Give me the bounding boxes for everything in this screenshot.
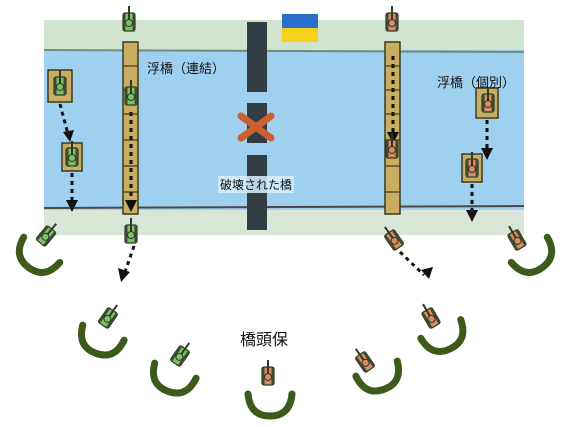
tank-icon (385, 6, 399, 32)
arrow-head-icon (421, 267, 433, 279)
tank-icon (421, 303, 441, 329)
tank-icon (35, 223, 58, 247)
tank-icon (97, 304, 119, 329)
arrow-head-icon (63, 130, 74, 142)
trench-icon (507, 233, 556, 276)
tank-icon (122, 6, 136, 32)
tank-icon (465, 152, 479, 178)
label-pontoon-linked: 浮橋（連結） (147, 62, 226, 77)
tank-icon (354, 348, 376, 373)
trench-group (15, 233, 556, 420)
trench-icon (417, 316, 467, 355)
tank-icon (65, 141, 79, 167)
flag-bottom-stripe (282, 28, 318, 42)
arrow-head-icon (125, 200, 137, 212)
tank-icon (169, 342, 191, 367)
arrow-head-icon (66, 200, 78, 212)
label-bridgehead: 橋頭保 (240, 330, 289, 349)
advance-arrow (123, 245, 136, 273)
arrow-head-icon (481, 148, 493, 160)
tank-group (35, 6, 527, 386)
crossing-arrow (58, 103, 70, 135)
trench-icon (244, 390, 296, 420)
tank-icon (53, 70, 67, 96)
trench-icon (15, 233, 64, 276)
arrow-head-icon (466, 210, 478, 222)
tank-icon (507, 225, 527, 251)
label-destroyed-bridge: 破壊された橋 (218, 176, 295, 193)
trench-icon (149, 359, 200, 397)
arrow-head-icon (118, 268, 130, 282)
tank-icon (261, 360, 275, 386)
destroyed-bridge-segment (247, 22, 267, 92)
label-pontoon-individual: 浮橋（個別） (437, 76, 516, 91)
destroyed-mark-icon (237, 112, 275, 142)
trench-icon (352, 357, 403, 395)
flag-top-stripe (282, 14, 318, 28)
tank-icon (481, 87, 495, 113)
tank-icon (383, 226, 405, 251)
tank-icon (124, 80, 138, 106)
trench-icon (77, 321, 128, 359)
tank-icon (124, 218, 138, 244)
tank-icon (385, 133, 399, 159)
advance-arrow (398, 250, 426, 277)
